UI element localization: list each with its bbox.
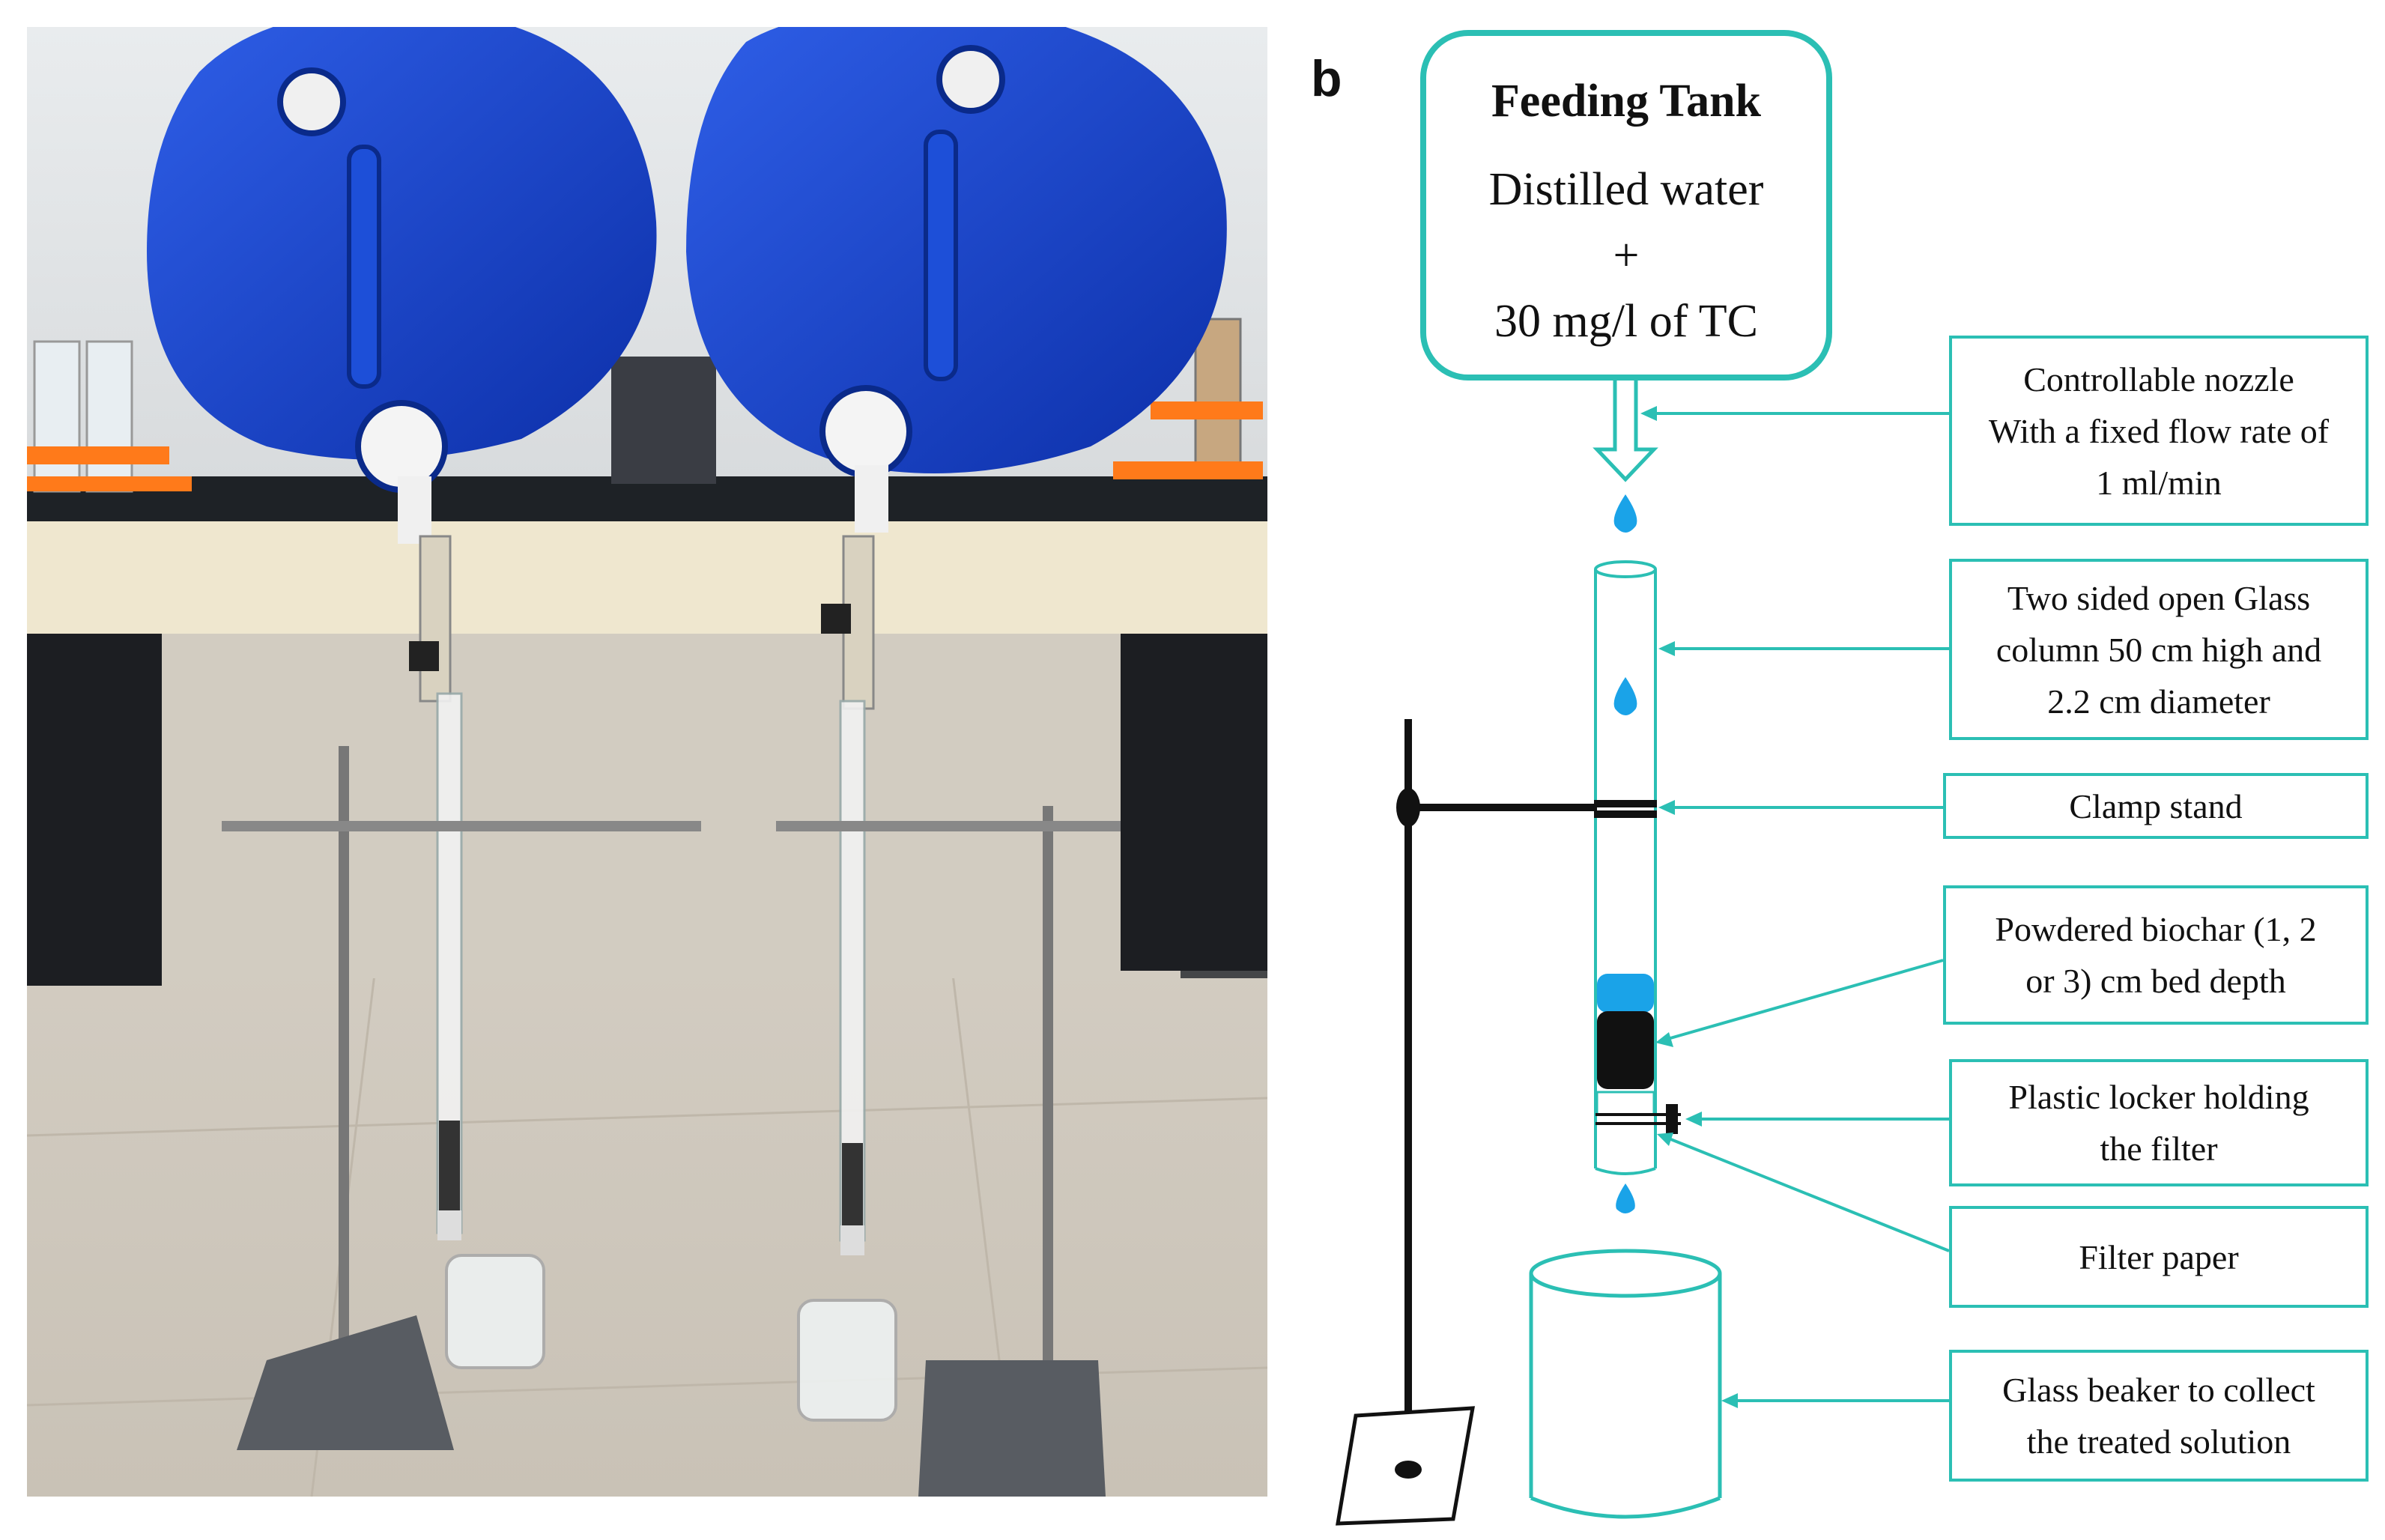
panel-label-b: b <box>1311 50 1342 107</box>
callout-clamp: Clamp stand <box>1943 773 2369 839</box>
callout-filter: Filter paper <box>1949 1206 2369 1308</box>
callout-beaker-line-2: the treated solution <box>2026 1422 2291 1461</box>
feeding-tank-line-1: Distilled water <box>1488 164 1764 215</box>
callout-nozzle-line-3: 1 ml/min <box>2096 463 2222 502</box>
callout-beaker: Glass beaker to collect the treated solu… <box>1949 1350 2369 1482</box>
feeding-tank-box: Feeding Tank Distilled water + 30 mg/l o… <box>1420 30 1832 381</box>
callout-arrows <box>1640 406 1950 1408</box>
callout-biochar-line-1: Powdered biochar (1, 2 <box>1995 910 2317 948</box>
callout-column: Two sided open Glass column 50 cm high a… <box>1949 559 2369 740</box>
water-drop-2 <box>1613 677 1637 715</box>
feeding-tank-line-3: 30 mg/l of TC <box>1494 296 1758 347</box>
water-layer <box>1597 974 1654 1013</box>
callout-nozzle: Controllable nozzle With a fixed flow ra… <box>1949 336 2369 526</box>
callout-biochar-line-2: or 3) cm bed depth <box>2025 962 2286 1000</box>
glass-column <box>1594 560 1657 1175</box>
callout-filter-line-1: Filter paper <box>2079 1237 2239 1276</box>
clamp-stand <box>1336 719 1597 1526</box>
column-clamp <box>1594 800 1657 807</box>
callout-clamp-line-1: Clamp stand <box>2069 786 2243 825</box>
callout-beaker-line-1: Glass beaker to collect <box>2002 1371 2315 1409</box>
callout-locker-line-1: Plastic locker holding <box>2008 1078 2309 1116</box>
feeding-tank-line-2: + <box>1613 230 1640 281</box>
water-drop-1 <box>1613 494 1637 533</box>
lab-setup-photo <box>27 27 1267 1497</box>
glass-beaker <box>1529 1249 1722 1519</box>
plastic-locker <box>1666 1104 1678 1134</box>
callout-nozzle-line-1: Controllable nozzle <box>2023 360 2294 398</box>
callout-biochar: Powdered biochar (1, 2 or 3) cm bed dept… <box>1943 885 2369 1025</box>
callout-locker-line-2: the filter <box>2100 1130 2218 1168</box>
callout-column-line-3: 2.2 cm diameter <box>2047 682 2270 721</box>
callout-nozzle-line-2: With a fixed flow rate of <box>1988 411 2330 450</box>
biochar-bed <box>1597 1011 1654 1089</box>
feeding-tank-title: Feeding Tank <box>1491 76 1762 127</box>
callout-column-line-2: column 50 cm high and <box>1995 630 2322 669</box>
callout-column-line-1: Two sided open Glass <box>2007 578 2311 617</box>
callout-locker: Plastic locker holding the filter <box>1949 1059 2369 1186</box>
water-drop-3 <box>1616 1183 1635 1213</box>
filter-section <box>1595 1091 1655 1116</box>
